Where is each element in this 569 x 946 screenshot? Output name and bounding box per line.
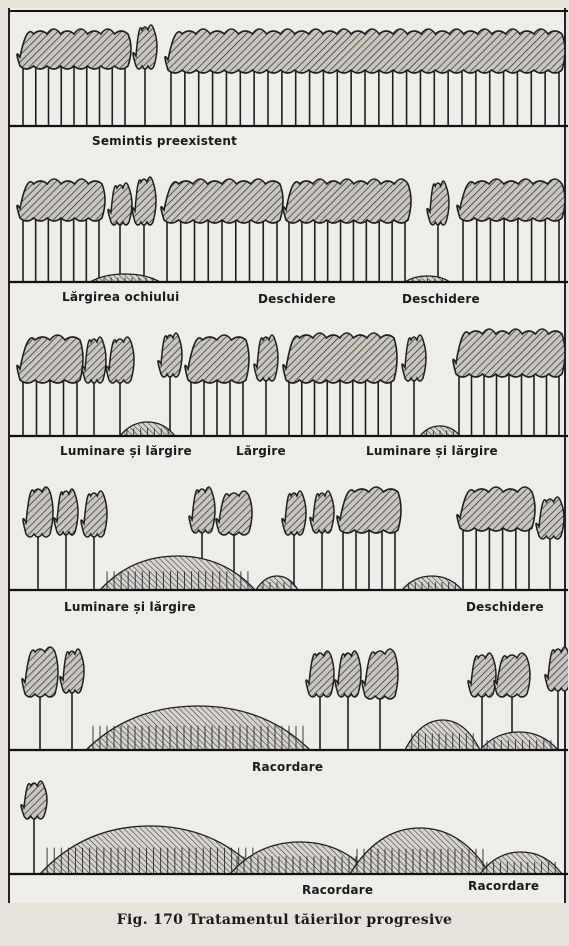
tree-canopy — [457, 487, 535, 531]
tree-canopy — [335, 651, 361, 697]
tree-canopy — [21, 781, 47, 819]
tree-canopy — [82, 337, 106, 383]
tree-canopy — [54, 489, 78, 535]
tree-canopy — [306, 651, 334, 697]
tree-canopy — [81, 491, 107, 537]
tree-canopy — [185, 335, 249, 383]
tree-canopy — [536, 497, 564, 539]
tree-canopy — [23, 487, 53, 537]
panel-3-label-3: Luminare și lărgire — [366, 444, 498, 458]
tree-canopy — [457, 179, 565, 221]
tree-canopy — [427, 181, 449, 225]
tree-canopy — [337, 487, 401, 533]
tree-canopy — [22, 647, 58, 697]
panel-4-label-1: Luminare și lărgire — [64, 600, 196, 614]
panel-2-label-2: Deschidere — [258, 292, 336, 306]
tree-canopy — [17, 335, 83, 383]
panel-3-label-1: Luminare și lărgire — [60, 444, 192, 458]
tree-canopy — [545, 647, 568, 691]
tree-canopy — [468, 653, 496, 697]
panel-2-label-1: Lărgirea ochiului — [62, 290, 179, 304]
tree-canopy — [133, 25, 157, 69]
regeneration-patch — [402, 576, 462, 590]
tree-canopy — [60, 649, 84, 693]
regeneration-patch — [480, 732, 558, 750]
regeneration-patch — [405, 720, 480, 750]
tree-canopy — [189, 487, 215, 533]
figure-caption: Fig. 170 Tratamentul tăierilor progresiv… — [0, 912, 569, 928]
tree-canopy — [132, 177, 156, 225]
tree-canopy — [216, 491, 252, 535]
panel-5-label-1: Racordare — [252, 760, 323, 774]
tree-canopy — [158, 333, 182, 377]
tree-canopy — [165, 29, 565, 73]
tree-canopy — [453, 329, 565, 377]
tree-canopy — [161, 179, 283, 223]
panel-2-label-3: Deschidere — [402, 292, 480, 306]
tree-canopy — [282, 491, 306, 535]
tree-canopy — [310, 491, 334, 533]
tree-canopy — [254, 335, 278, 381]
panel-6-label-2: Racordare — [468, 879, 539, 893]
tree-canopy — [283, 333, 397, 383]
tree-canopy — [17, 179, 105, 221]
regeneration-patch — [40, 826, 260, 874]
tree-canopy — [17, 29, 131, 69]
panel-1-label-1: Semintis preexistent — [92, 134, 237, 148]
forest-diagram: Semintis preexistent Lărgirea ochiului D… — [8, 8, 566, 903]
tree-canopy — [402, 335, 426, 381]
tree-canopy — [283, 179, 411, 223]
tree-canopy — [362, 649, 398, 699]
tree-canopy — [108, 183, 132, 225]
panel-4-label-2: Deschidere — [466, 600, 544, 614]
panel-6-label-1: Racordare — [302, 883, 373, 897]
panel-3-label-2: Lărgire — [236, 444, 286, 458]
tree-canopy — [106, 337, 134, 383]
tree-canopy — [494, 653, 530, 697]
